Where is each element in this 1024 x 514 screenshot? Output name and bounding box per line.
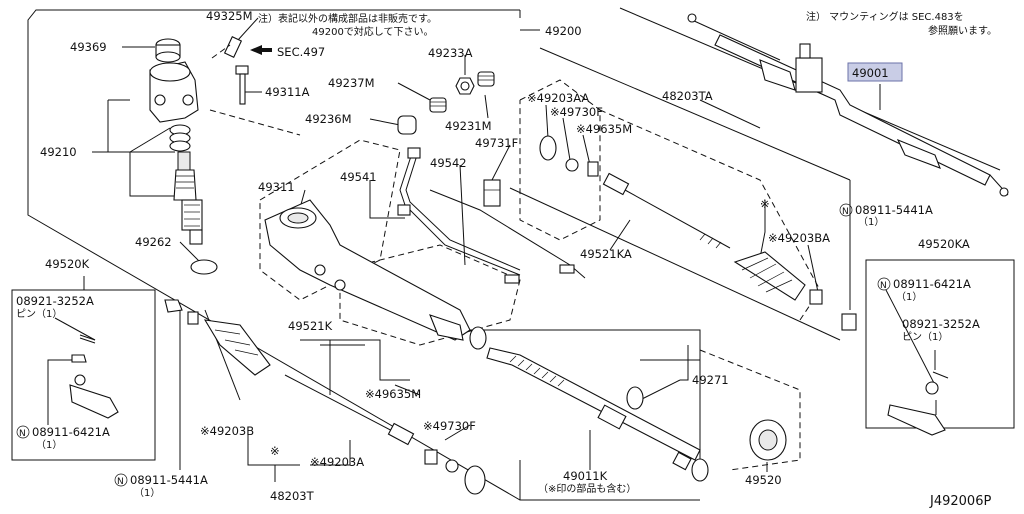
part-49203BA-boot	[733, 251, 823, 305]
circle-n-icon	[877, 277, 891, 291]
note-left-line1: 注）表記以外の構成部品は非販売です。	[258, 12, 437, 25]
label-49011K: 49011K	[563, 469, 608, 483]
dashed-outlines	[209, 79, 821, 471]
label-49203A: ※49203A	[310, 455, 364, 469]
star-mark-upper: ※	[760, 197, 770, 211]
part-49731F-clip	[483, 179, 501, 207]
label-49011K-kit-note: （※印の部品も含む）	[538, 482, 636, 495]
label-49203BA: ※49203BA	[768, 231, 830, 245]
label-08921-3252A-right-sub: ピン（1）	[902, 331, 948, 343]
label-49311A: 49311A	[265, 85, 310, 99]
part-nut-right	[841, 313, 857, 331]
label-08921-3252A-right: 08921-3252A	[902, 317, 980, 331]
part-49001-highlight	[847, 62, 903, 82]
label-49271: 49271	[692, 373, 729, 387]
part-48203TA-tie-rod	[539, 135, 731, 249]
label-49203AA: ※49203AA	[527, 91, 589, 105]
part-49520K-tie-rod-end	[69, 334, 119, 419]
label-08911-5441A-right: 08911-5441A	[855, 203, 933, 217]
label-49200: 49200	[545, 24, 582, 38]
label-49237M: 49237M	[328, 76, 375, 90]
label-49231M: 49231M	[445, 119, 492, 133]
label-08911-6421A-right: 08911-6421A	[893, 277, 971, 291]
part-seal-left	[469, 326, 487, 350]
part-seal-right	[691, 458, 709, 482]
part-49520-boot	[749, 419, 787, 461]
n-mark-right-box: N	[880, 281, 887, 291]
label-49311: 49311	[258, 180, 295, 194]
part-49237M-spring	[429, 97, 447, 113]
label-49730F-top: ※49730F	[550, 105, 603, 119]
label-49001: 49001	[852, 66, 889, 80]
label-08921-3252A-left: 08921-3252A	[16, 294, 94, 308]
note-right-line2: 参照願います。	[928, 24, 997, 37]
star-mark-lower: ※	[270, 444, 280, 458]
n-mark-bottom-left: N	[117, 477, 124, 487]
arrow-right-icon	[250, 45, 272, 55]
label-49730F-bottom: ※49730F	[423, 419, 476, 433]
part-pin-left	[79, 337, 96, 344]
drawing-code: J492006P	[929, 494, 991, 509]
label-sec497: SEC.497	[277, 45, 325, 59]
part-49271-rack	[486, 347, 701, 471]
part-49541-pipe	[397, 147, 521, 284]
note-left-line2: 49200で対応して下さい。	[312, 25, 434, 38]
n-mark-left-box: N	[19, 429, 26, 439]
part-seal-49271	[626, 386, 644, 410]
part-49210-valve-housing	[149, 61, 199, 123]
label-49521K: 49521K	[288, 319, 333, 333]
frame-lines	[11, 7, 1015, 501]
label-49521KA: 49521KA	[580, 247, 632, 261]
part-49233A-nut	[455, 77, 475, 95]
label-08911-5441A-left-qty: （1）	[134, 487, 160, 499]
leader-lines	[47, 17, 936, 482]
label-48203T: 48203T	[270, 489, 315, 503]
label-49731F: 49731F	[475, 136, 518, 150]
label-49520: 49520	[745, 473, 782, 487]
label-08921-3252A-left-sub: ピン（1）	[16, 308, 62, 320]
label-08911-5441A-right-qty: （1）	[858, 216, 884, 228]
part-49369-cap	[155, 38, 181, 63]
label-49520KA: 49520KA	[918, 237, 970, 251]
part-49262-oring	[190, 259, 218, 275]
label-49542: 49542	[430, 156, 467, 170]
label-08911-6421A-right-qty: （1）	[896, 291, 922, 303]
label-49203B: ※49203B	[200, 424, 254, 438]
label-49541: 49541	[340, 170, 377, 184]
part-49311-gear-housing	[264, 199, 471, 341]
label-49262: 49262	[135, 235, 172, 249]
label-49325M: 49325M	[206, 9, 253, 23]
label-49520K: 49520K	[45, 257, 90, 271]
part-seal-rings	[169, 124, 191, 152]
circle-n-icon	[114, 473, 128, 487]
label-49369: 49369	[70, 40, 107, 54]
label-08911-6421A-left: 08911-6421A	[32, 425, 110, 439]
part-49311A-bolt	[235, 65, 249, 105]
label-08911-5441A-left: 08911-5441A	[130, 473, 208, 487]
part-48203T-tie-rod	[164, 299, 486, 495]
part-pin-right	[932, 371, 949, 379]
label-49635M-top: ※49635M	[576, 122, 632, 136]
part-49325M-bolt	[211, 35, 243, 59]
note-right-line1: 注） マウンティングは SEC.483を	[806, 10, 964, 23]
part-49001-rack-assembly	[687, 13, 1009, 197]
circle-n-icon	[16, 425, 30, 439]
label-49210: 49210	[40, 145, 77, 159]
part-49231M-spring	[477, 71, 495, 87]
part-49542-pipe	[429, 189, 586, 279]
label-08911-6421A-left-qty: （1）	[36, 439, 62, 451]
label-49635M-bottom: ※49635M	[365, 387, 421, 401]
labels: 49325M SEC.497 49369 49311A 49210 49262 …	[16, 9, 997, 509]
n-mark-right-top: N	[842, 207, 849, 217]
part-49520KA-tie-rod-end	[887, 381, 946, 436]
label-49236M: 49236M	[305, 112, 352, 126]
circle-n-icon	[839, 203, 853, 217]
label-48203TA: 48203TA	[662, 89, 713, 103]
part-49236M-plug	[397, 115, 417, 135]
label-49233A: 49233A	[428, 46, 473, 60]
part-input-shaft	[173, 151, 203, 245]
